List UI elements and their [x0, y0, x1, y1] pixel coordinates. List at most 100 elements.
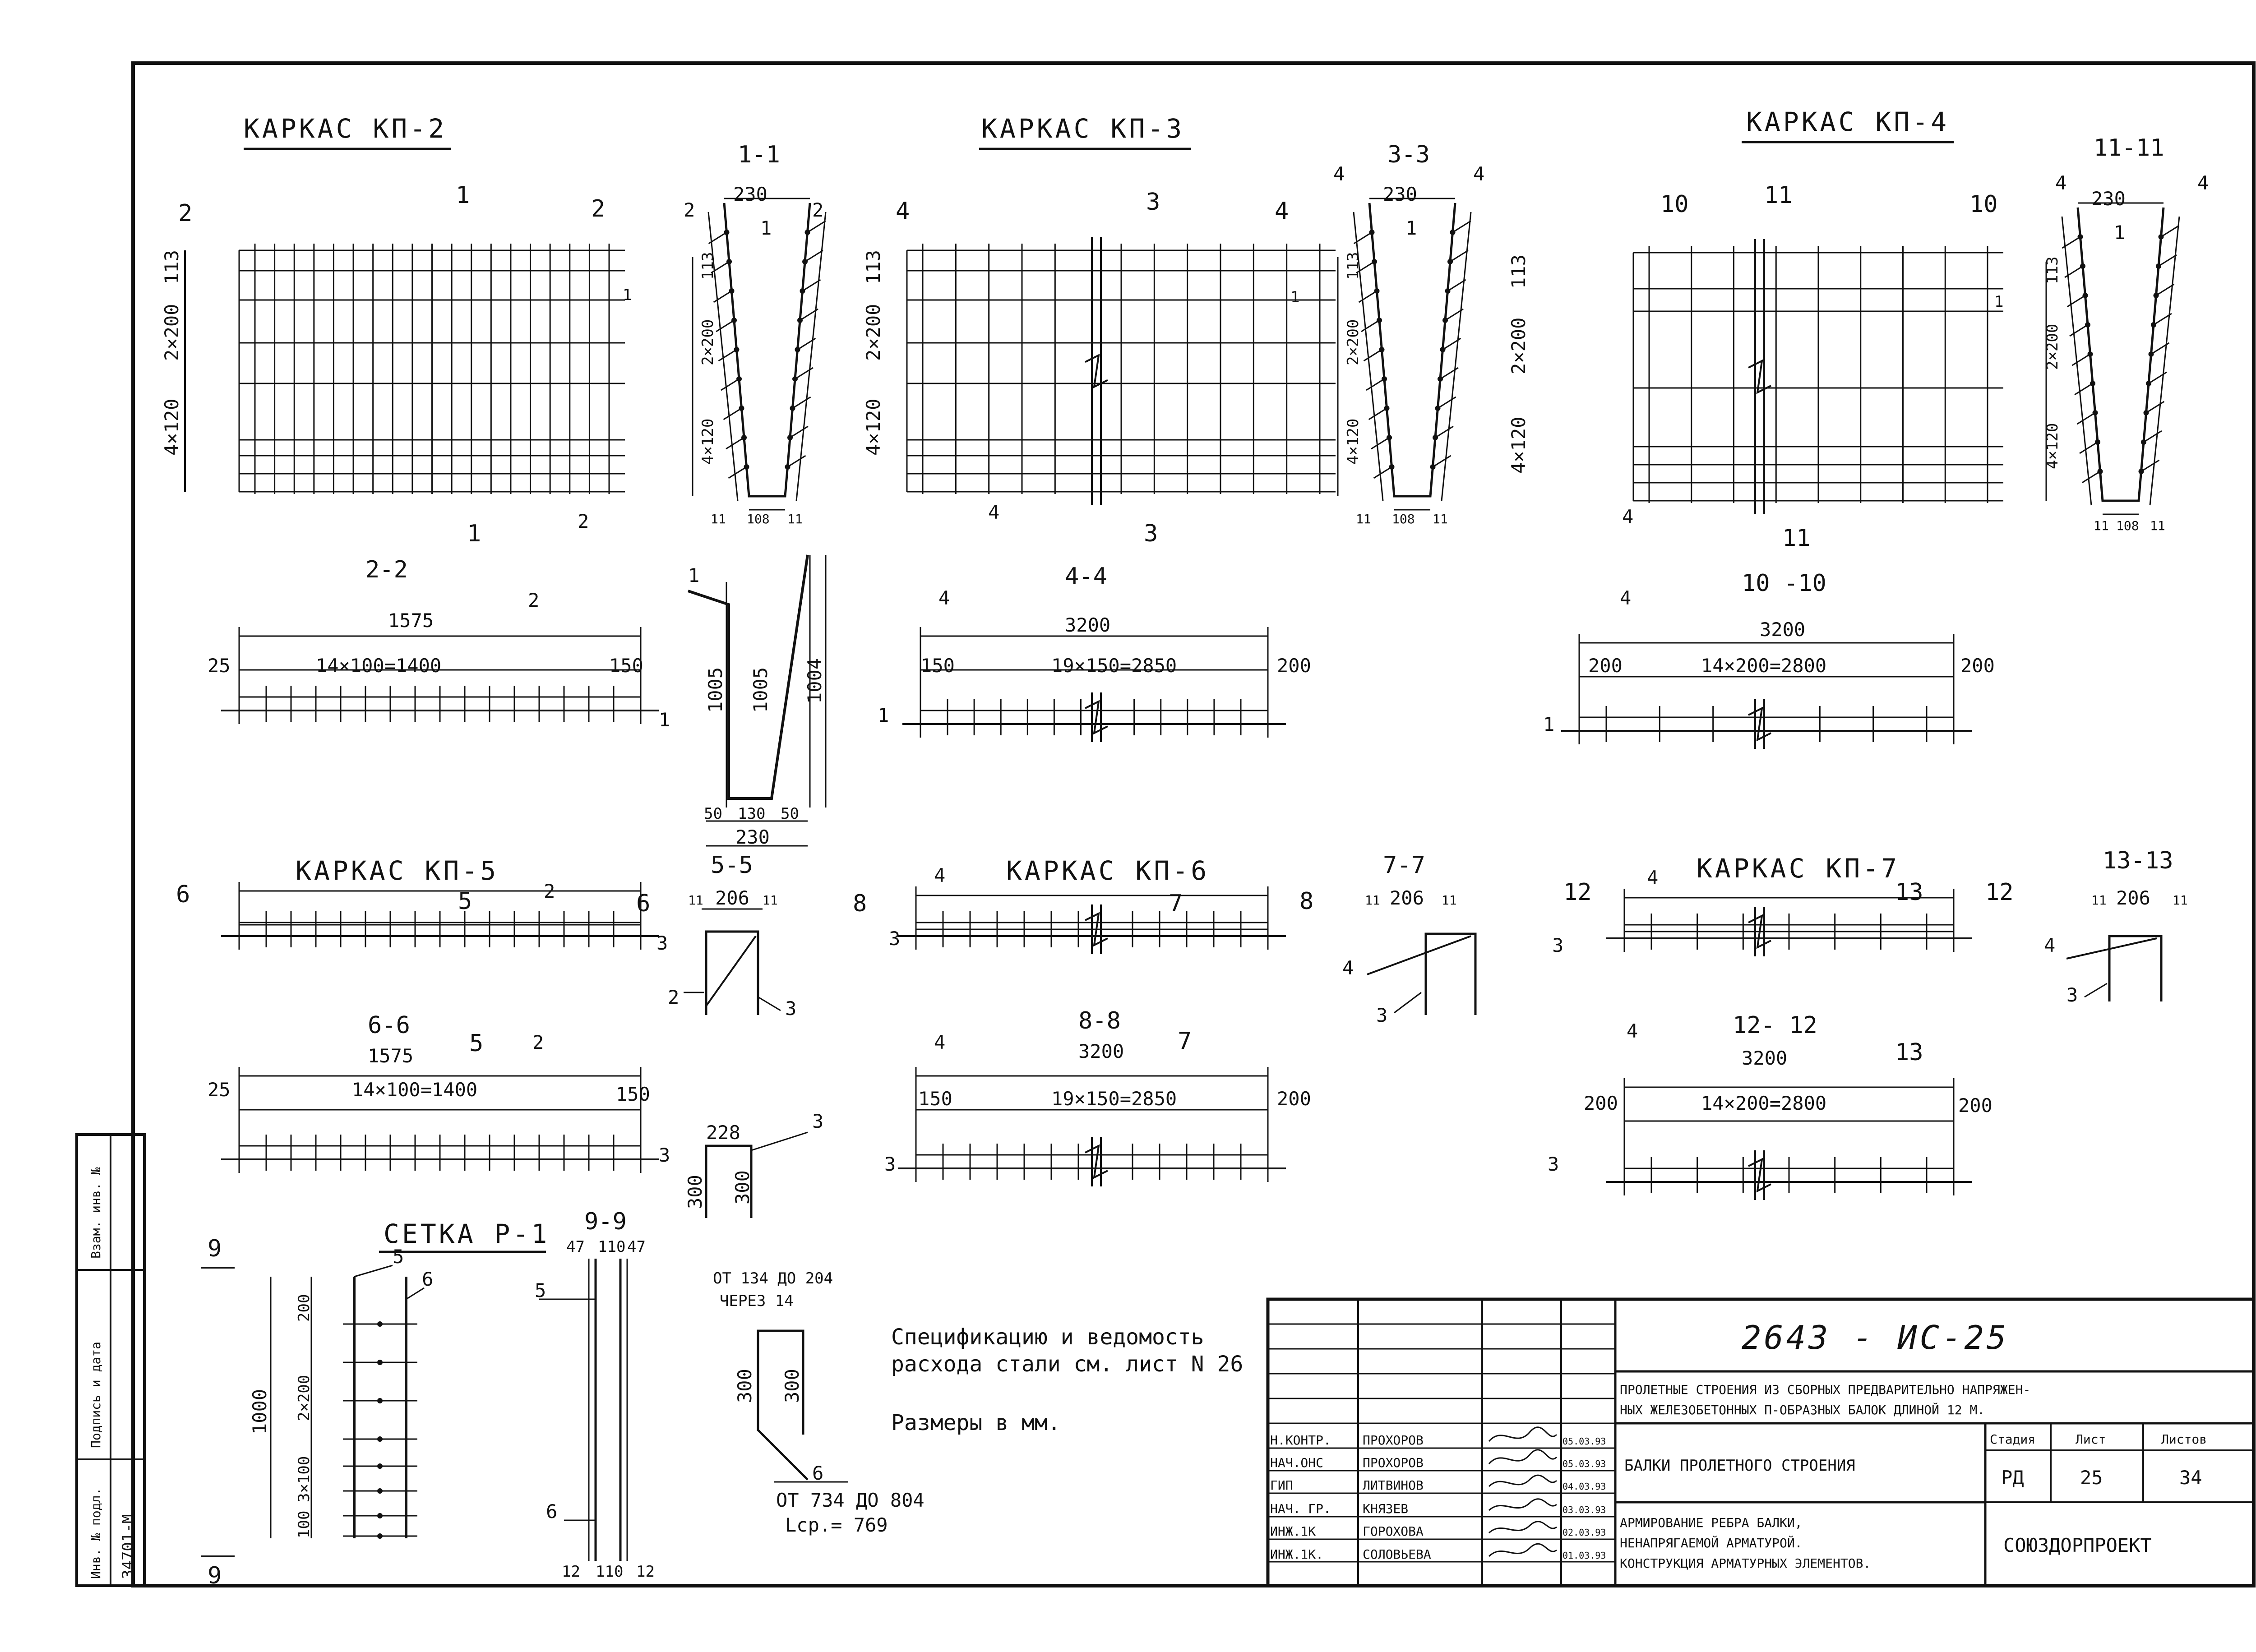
section-title: 11-11: [2094, 134, 2164, 162]
section-mark-bottom-2: 2: [578, 510, 589, 532]
signature-icon: [1488, 1543, 1557, 1557]
section-hatch: [2079, 441, 2098, 454]
s99-top-1: 47: [566, 1238, 585, 1256]
view-12-12: 12- 12 3200 13 4 200 14×200=2800 200 3: [1548, 1012, 1992, 1200]
section-hatch: [1447, 279, 1466, 292]
header-sheets: Листов: [2161, 1432, 2207, 1447]
section-edge-right: 11: [1442, 893, 1457, 908]
section-outline: [1441, 212, 1472, 501]
view-bar: 3: [884, 1153, 896, 1175]
view-bar: 1: [878, 704, 889, 726]
doc-topic-1: АРМИРОВАНИЕ РЕБРА БАЛКИ,: [1620, 1515, 1803, 1530]
section-hatch: [711, 261, 730, 274]
frame-title: КАРКАС КП-6: [1006, 855, 1209, 886]
section-hatch: [1432, 455, 1452, 468]
section-bottom-1: 11: [1356, 512, 1371, 526]
doc-subtitle: БАЛКИ ПРОЛЕТНОГО СТРОЕНИЯ: [1624, 1457, 1855, 1475]
view-mark: 2: [532, 1031, 544, 1053]
view-right: 200: [1958, 1094, 1992, 1117]
view-bar: 3: [1548, 1153, 1559, 1175]
section-side-mark-right: 2: [812, 199, 823, 221]
section-mark-left: 8: [853, 890, 867, 917]
section-mark-bottom-2: 4: [1622, 506, 1633, 528]
view-right: 200: [1960, 655, 1995, 677]
mesh-title: СЕТКА Р-1: [384, 1218, 550, 1249]
view-left: 200: [1584, 1092, 1618, 1114]
row-date: 01.03.93: [1563, 1550, 1606, 1561]
break-symbol: [1085, 354, 1108, 388]
view-total: 3200: [1742, 1047, 1787, 1069]
section-hatch: [2148, 371, 2167, 384]
view-mid: 14×200=2800: [1701, 655, 1826, 677]
section-bottom-2: 108: [1392, 512, 1415, 526]
bar6-height-2: 300: [781, 1369, 803, 1403]
signature-icon: [1488, 1474, 1558, 1487]
section-mark-3: 3: [1376, 1004, 1387, 1026]
row-name: СОЛОВЬЕВА: [1363, 1547, 1431, 1562]
view-left: 25: [208, 1079, 231, 1101]
side-label-sign: Подпись и дата: [88, 1342, 103, 1448]
view-title: 8-8: [1078, 1007, 1121, 1034]
bar-mark: 1: [1994, 293, 2003, 311]
view-total: 1575: [368, 1045, 413, 1067]
section-hatch: [2062, 236, 2081, 249]
org-name: СОЮЗДОРПРОЕКТ: [2003, 1534, 2152, 1556]
bar-bottom-3: 50: [781, 805, 799, 823]
view-6-6: 6-6 1575 5 2 25 14×100=1400 150 3: [208, 1012, 670, 1173]
section-mark-2: 2: [668, 986, 679, 1008]
section-width: 230: [1383, 183, 1417, 205]
section-edge-right: 11: [763, 893, 778, 908]
section-hatch: [2150, 342, 2170, 355]
break-symbol: [1748, 914, 1771, 949]
section-hatch: [792, 396, 811, 409]
mesh-dim-4: 100: [295, 1511, 313, 1538]
bar6-head-1: ОТ 134 ДО 204: [713, 1269, 833, 1287]
section-hatch: [1435, 425, 1454, 438]
section-hatch: [728, 466, 747, 479]
sheet-frame: [131, 61, 2256, 1587]
section-mark-left: 12: [1563, 879, 1592, 906]
dim-top: 113: [161, 250, 183, 284]
frame-mark: 4: [1647, 867, 1658, 889]
section-hatch: [2074, 383, 2093, 396]
frame-kp7: КАРКАС КП-7 12 12 13 4 3: [1552, 853, 2014, 956]
section-edge-left: 11: [688, 893, 703, 908]
mesh-node: [377, 1488, 383, 1494]
dim-bot: 4×120: [1507, 417, 1530, 474]
mesh-node: [377, 1463, 383, 1469]
section-hatch: [721, 378, 740, 391]
bar6-range: ОТ 734 ДО 804: [776, 1489, 925, 1511]
s99-top-3: 47: [627, 1238, 646, 1256]
section-hatch: [1442, 337, 1461, 351]
bar-height-2: 300: [731, 1170, 754, 1204]
s99-top-2: 110: [598, 1238, 625, 1256]
row-date: 04.03.93: [1563, 1481, 1606, 1492]
view-2-2: 2-2 1575 2 25 14×100=1400 150 1: [208, 556, 670, 731]
bar-1-shape: 1 1005 1005 1004 50 130 50 230: [688, 554, 827, 848]
signature-row: ИНЖ.1К ГОРОХОВА 02.03.93: [1270, 1521, 1606, 1539]
section-width: 206: [1390, 887, 1424, 909]
signature-row: НАЧ.ОНС ПРОХОРОВ 05.03.93: [1270, 1449, 1606, 1470]
section-hatch: [723, 407, 742, 420]
section-hatch: [2071, 353, 2091, 366]
section-hatch: [2066, 295, 2086, 308]
frame-title: КАРКАС КП-7: [1697, 853, 1900, 884]
section-mark-top: 13: [1895, 879, 1923, 906]
header-sheet: Лист: [2076, 1432, 2106, 1447]
frame-grid: [238, 244, 625, 494]
section-side-mark-right: 4: [1473, 163, 1484, 185]
mesh-node: [377, 1533, 383, 1539]
doc-topic-2: НЕНАПРЯГАЕМОЙ АРМАТУРОЙ.: [1620, 1535, 1803, 1550]
section-hatch: [726, 437, 744, 450]
row-name: ГОРОХОВА: [1363, 1524, 1424, 1539]
section-bottom-3: 11: [787, 512, 803, 526]
section-mark: 1: [1405, 217, 1417, 239]
section-hatch: [797, 337, 816, 351]
row-name: ПРОХОРОВ: [1363, 1433, 1424, 1448]
view-left: 150: [918, 1088, 952, 1110]
mesh-dim-1: 200: [295, 1294, 313, 1322]
section-side-mark-left: 4: [1333, 163, 1345, 185]
frame-mark: 4: [934, 864, 945, 886]
section-hatch: [2160, 225, 2180, 238]
side-inv-number: 34701-М: [119, 1514, 137, 1579]
